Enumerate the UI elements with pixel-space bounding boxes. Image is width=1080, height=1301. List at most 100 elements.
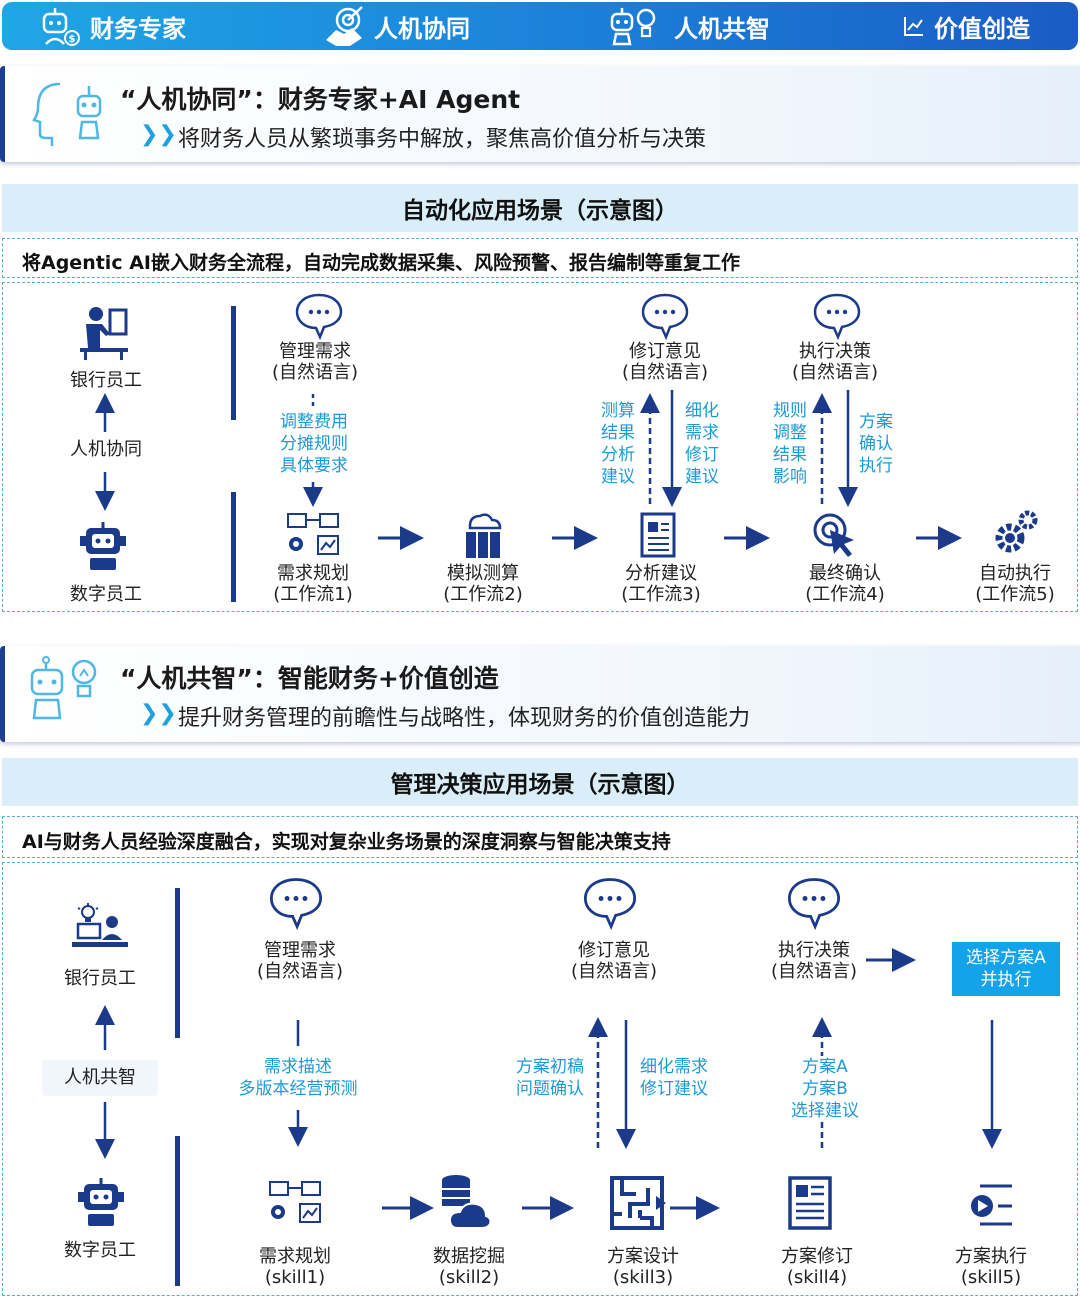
handshake-target-icon (326, 6, 363, 46)
bank-worker-idea-icon (72, 903, 128, 947)
node-title: 管理需求 (264, 940, 336, 961)
note-plan-ab: 方案A 方案B 选择建议 (780, 1056, 870, 1122)
chart-line-icon (904, 17, 923, 36)
step-plan-exec: 方案执行 (skill5) (936, 1246, 1046, 1288)
separator-bar (175, 888, 180, 1038)
cowisdom-tag (42, 1060, 158, 1096)
chevron-right-icon: ❯❯ (140, 122, 177, 147)
node-subtitle: (工作流4) (805, 584, 885, 605)
chevron-right-icon: ❯❯ (140, 701, 177, 726)
node-title: 方案设计 (607, 1246, 679, 1267)
separator-bar (231, 306, 236, 420)
workflow-planning-icon (269, 1181, 321, 1223)
section2-scene-bar: 管理决策应用场景（示意图） (2, 758, 1078, 806)
node-title: 分析建议 (625, 563, 697, 584)
node-subtitle: (工作流2) (443, 584, 523, 605)
choose-plan-a-label: 选择方案A 并执行 (966, 948, 1046, 990)
collab-label: 人机协同 (70, 439, 142, 460)
tab-value-creation[interactable]: 价值创造 (902, 2, 1030, 50)
step-need-planning: 需求规划 (工作流1) (258, 563, 368, 605)
note-calc-results: 测算 结果 分析 建议 (601, 401, 635, 487)
node-title: 执行决策 (799, 341, 871, 362)
node-subtitle: (skill4) (786, 1267, 848, 1288)
node-title: 自动执行 (979, 563, 1051, 584)
database-cloud-icon (442, 1175, 492, 1229)
tab-human-machine-cowisdom[interactable]: 人机共智 (606, 2, 770, 50)
section2-diagram-box (2, 862, 1078, 1296)
node-subtitle: (工作流1) (273, 584, 353, 605)
cowisdom-label: 人机共智 (64, 1067, 136, 1088)
note-refine-need: 细化 需求 修订 建议 (685, 401, 719, 487)
speech-bubble-icon (269, 878, 323, 930)
node-title: 方案执行 (955, 1246, 1027, 1267)
tab-human-machine-collab[interactable]: 人机协同 (322, 2, 470, 50)
section1-scene-bar: 自动化应用场景（示意图） (2, 184, 1078, 232)
separator-bar (231, 492, 236, 602)
node-subtitle: (自然语言) (621, 362, 709, 383)
step-simulation: 模拟测算 (工作流2) (428, 563, 538, 605)
node-revision-opinion: 修订意见 (自然语言) (558, 940, 670, 982)
workflow-planning-icon (287, 513, 339, 555)
maze-design-icon (610, 1176, 666, 1230)
document-revision-icon (788, 1176, 832, 1230)
section1-desc-box (2, 238, 1078, 278)
section2-title: “人机共智”：智能财务+价值创造 (120, 664, 499, 693)
bank-worker-desk-icon (80, 307, 128, 360)
human-robot-profile-icon (32, 82, 102, 146)
section2-header-panel (0, 646, 1080, 742)
node-revision-opinion: 修订意见 (自然语言) (610, 341, 720, 383)
node-subtitle: (skill3) (612, 1267, 674, 1288)
section1-arrows (95, 390, 962, 550)
choose-plan-a-box[interactable]: 选择方案A 并执行 (952, 942, 1060, 996)
step-analysis: 分析建议 (工作流3) (606, 563, 716, 605)
section1-title: “人机协同”：财务专家+AI Agent (120, 85, 521, 114)
node-title: 模拟测算 (447, 563, 519, 584)
node-title: 管理需求 (279, 341, 351, 362)
node-title: 最终确认 (809, 563, 881, 584)
section1-diagram-box (2, 282, 1078, 612)
digital-worker-robot-icon (78, 1178, 124, 1226)
node-subtitle: (工作流5) (975, 584, 1055, 605)
node-subtitle: (自然语言) (791, 362, 879, 383)
speech-bubble-icon (295, 293, 343, 340)
step-need-planning: 需求规划 (skill1) (240, 1246, 350, 1288)
node-title: 修订意见 (578, 940, 650, 961)
speech-bubble-icon (583, 878, 637, 930)
play-list-icon (971, 1184, 1012, 1226)
node-title: 数据挖掘 (433, 1246, 505, 1267)
robot-bulb-header-icon (30, 656, 97, 720)
step-final-confirm: 最终确认 (工作流4) (790, 563, 900, 605)
tab-label: 财务专家 (90, 14, 186, 43)
svg-text:$: $ (69, 34, 76, 45)
speech-bubble-icon (813, 293, 861, 340)
node-subtitle: (skill1) (264, 1267, 326, 1288)
note-adjust-rules: 调整费用 分摊规则 具体要求 (280, 412, 348, 476)
cursor-target-icon (813, 513, 854, 557)
report-document-icon (640, 512, 676, 558)
node-title: 方案修订 (781, 1246, 853, 1267)
note-need-desc: 需求描述 多版本经营预测 (220, 1056, 376, 1100)
top-banner: $ 财务专家 人机协同 人机共智 价值创造 (2, 2, 1078, 50)
node-subtitle: (工作流3) (621, 584, 701, 605)
step-plan-design: 方案设计 (skill3) (588, 1246, 698, 1288)
bank-worker-label: 银行员工 (70, 370, 142, 391)
step-data-mining: 数据挖掘 (skill2) (414, 1246, 524, 1288)
node-mgmt-need: 管理需求 (自然语言) (244, 940, 356, 982)
node-subtitle: (skill5) (960, 1267, 1022, 1288)
node-subtitle: (skill2) (438, 1267, 500, 1288)
robot-bulb-icon (610, 8, 656, 46)
section2-subtitle: 提升财务管理的前瞻性与战略性，体现财务的价值创造能力 (178, 706, 751, 731)
node-subtitle: (自然语言) (570, 961, 658, 982)
section1-subtitle: 将财务人员从繁琐事务中解放，聚焦高价值分析与决策 (178, 127, 707, 152)
node-title: 需求规划 (259, 1246, 331, 1267)
section1-header-panel (0, 66, 1080, 162)
node-mgmt-need: 管理需求 (自然语言) (260, 341, 370, 383)
section1-description: 将Agentic AI嵌入财务全流程，自动完成数据采集、风险预警、报告编制等重复… (22, 252, 740, 274)
tab-label: 价值创造 (934, 14, 1030, 43)
section2-desc-box (2, 816, 1078, 858)
tab-finance-expert[interactable]: $ 财务专家 (36, 2, 186, 50)
node-title: 修订意见 (629, 341, 701, 362)
tab-label: 人机协同 (374, 14, 470, 43)
note-draft-confirm: 方案初稿 问题确认 (516, 1057, 584, 1099)
section1-scene-title: 自动化应用场景（示意图） (402, 198, 678, 224)
